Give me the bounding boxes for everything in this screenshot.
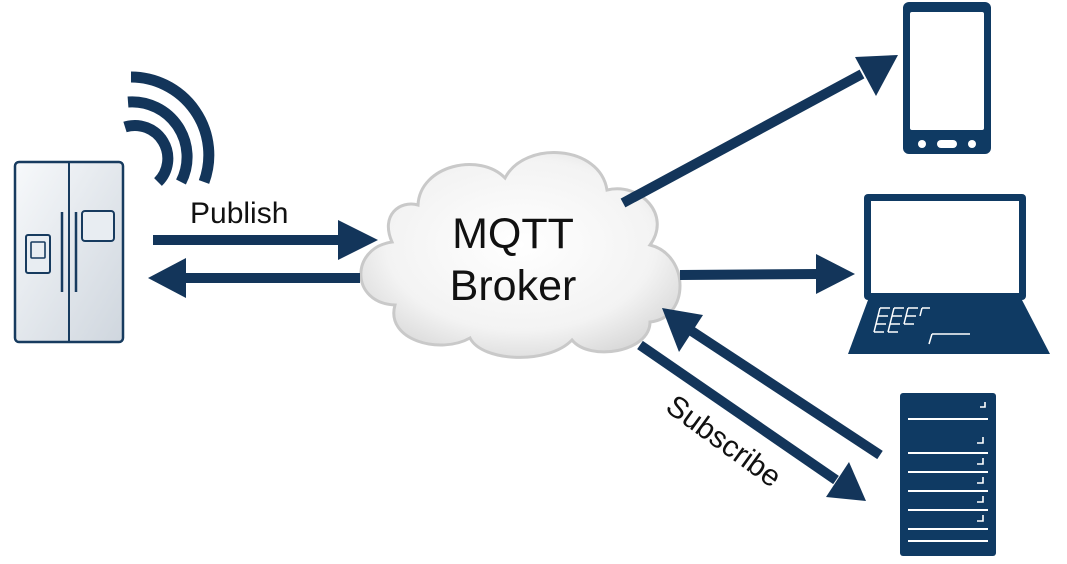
subscribe-arrow — [662, 308, 883, 460]
arrows — [148, 55, 898, 501]
publish-label: Publish — [190, 197, 288, 230]
wifi-signal-icon — [123, 71, 215, 186]
publish-arrow — [153, 220, 378, 260]
refrigerator-icon — [13, 160, 125, 344]
return-arrow — [148, 258, 360, 298]
broker-title-line1: MQTT — [452, 210, 574, 258]
server-icon — [900, 393, 996, 556]
broker-title-line2: Broker — [450, 262, 577, 310]
arrow-to-smartphone — [620, 55, 898, 208]
arrow-to-laptop — [679, 254, 855, 294]
smartphone-icon — [903, 2, 991, 154]
laptop-icon — [848, 194, 1050, 354]
arrow-to-server — [637, 340, 866, 501]
mqtt-broker-cloud: MQTT Broker — [359, 151, 682, 359]
